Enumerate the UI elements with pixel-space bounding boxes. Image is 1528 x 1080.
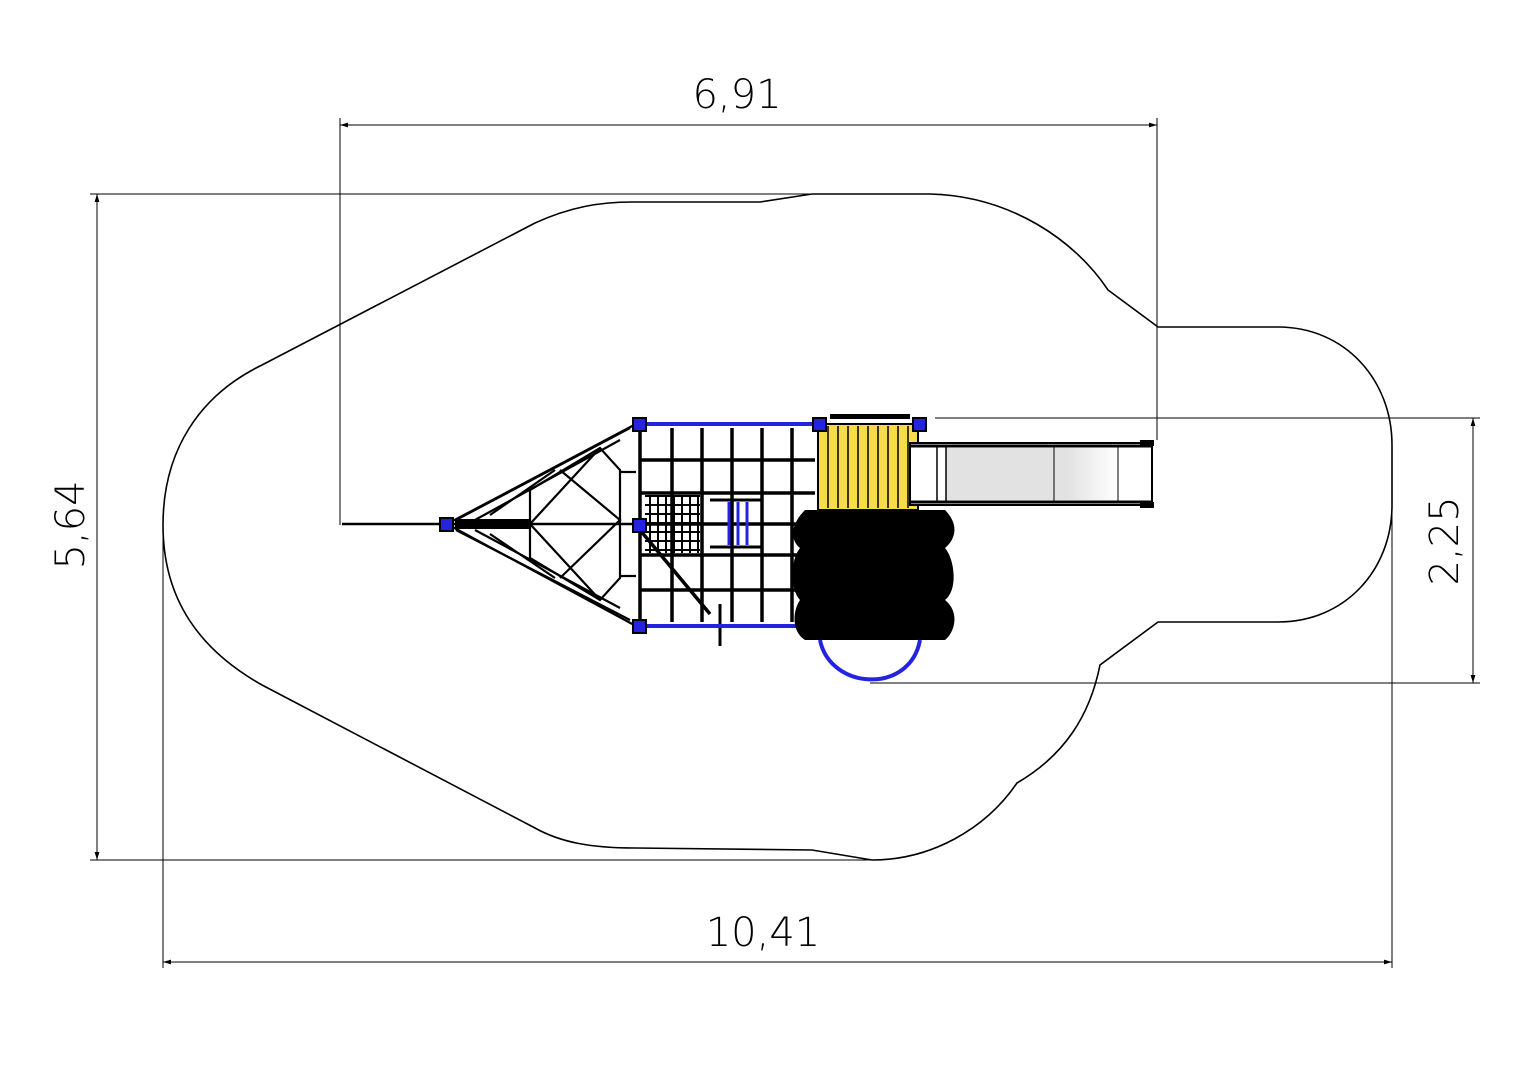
dimension-label: 2,25: [1422, 496, 1468, 585]
dimension-top-width: 6,91: [339, 72, 1158, 525]
dimension-total-height: 5,64: [48, 193, 872, 861]
hoop: [818, 639, 922, 682]
dimension-structure-depth: 2,25: [870, 417, 1480, 684]
dimension-label: 10,41: [706, 910, 821, 956]
posts: [439, 417, 927, 634]
dimension-label: 5,64: [48, 480, 94, 569]
dimension-total-width: 10,41: [162, 440, 1393, 968]
safety-zone-outline: [162, 193, 1393, 861]
climbing-net: [446, 423, 637, 627]
small-net-grid: [645, 495, 700, 553]
play-structure: [342, 414, 1154, 682]
ladder: [710, 498, 762, 549]
deck-grid: [638, 424, 815, 626]
slide: [909, 440, 1154, 508]
dimension-label: 6,91: [692, 72, 781, 118]
tunnel: [792, 510, 955, 640]
